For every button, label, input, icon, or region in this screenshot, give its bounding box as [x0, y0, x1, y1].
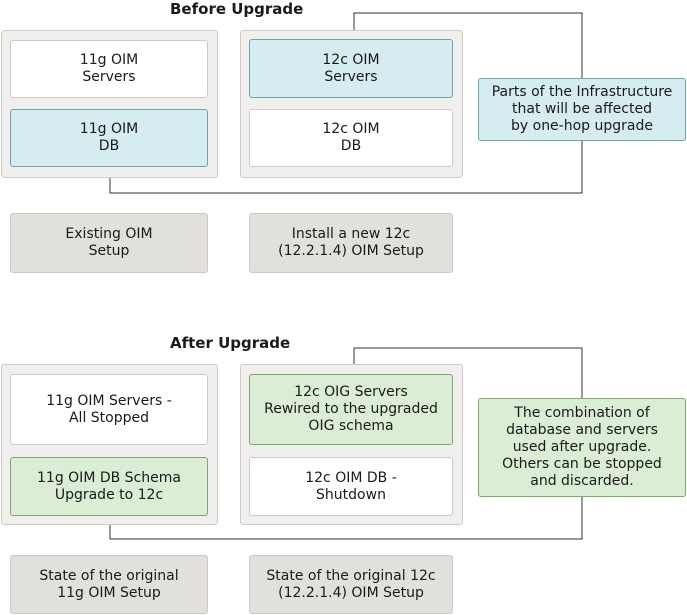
- label-line: (12.2.1.4) OIM Setup: [278, 584, 424, 601]
- label-line: State of the original 12c: [266, 567, 436, 584]
- box-line: 12c OIM DB -: [305, 469, 397, 486]
- before-12c-servers-box: 12c OIM Servers: [249, 39, 453, 98]
- box-line: Rewired to the upgraded: [264, 401, 438, 417]
- after-12c-servers-box: 12c OIG Servers Rewired to the upgraded …: [249, 374, 453, 445]
- callout-line: that will be affected: [512, 101, 652, 117]
- before-right-label: Install a new 12c (12.2.1.4) OIM Setup: [249, 213, 453, 273]
- box-line: DB: [340, 138, 362, 154]
- box-line: 11g OIM Servers -: [46, 392, 172, 409]
- before-11g-servers-box: 11g OIM Servers: [10, 40, 208, 98]
- callout-line: Parts of the Infrastructure: [491, 84, 673, 100]
- box-line: DB: [98, 138, 120, 154]
- box-line: 12c OIM: [322, 121, 380, 137]
- box-line: Upgrade to 12c: [54, 486, 164, 503]
- after-left-label: State of the original 11g OIM Setup: [10, 555, 208, 614]
- label-line: State of the original: [39, 567, 179, 584]
- label-line: Install a new 12c: [291, 226, 411, 242]
- box-line: 11g OIM DB Schema: [37, 469, 181, 486]
- label-line: (12.2.1.4) OIM Setup: [278, 243, 424, 259]
- after-callout: The combination of database and servers …: [478, 398, 686, 497]
- box-line: Shutdown: [316, 486, 386, 503]
- before-title: Before Upgrade: [170, 0, 304, 18]
- before-left-label: Existing OIM Setup: [10, 213, 208, 273]
- before-11g-db-box: 11g OIM DB: [10, 109, 208, 167]
- before-callout: Parts of the Infrastructure that will be…: [478, 78, 686, 141]
- after-11g-servers-box: 11g OIM Servers - All Stopped: [10, 374, 208, 445]
- box-line: 11g OIM: [79, 52, 139, 68]
- label-line: 11g OIM Setup: [57, 584, 161, 601]
- callout-line: used after upgrade.: [512, 439, 652, 455]
- box-line: All Stopped: [68, 409, 150, 426]
- callout-line: database and servers: [506, 422, 658, 438]
- box-line: Servers: [324, 68, 378, 85]
- box-line: 12c OIG Servers: [294, 384, 408, 400]
- callout-line: by one-hop upgrade: [511, 118, 653, 134]
- after-right-label: State of the original 12c (12.2.1.4) OIM…: [249, 555, 453, 614]
- box-line: 11g OIM: [79, 121, 139, 137]
- after-title: After Upgrade: [170, 334, 291, 352]
- callout-line: and discarded.: [530, 473, 634, 489]
- callout-line: The combination of: [514, 405, 650, 421]
- after-12c-db-box: 12c OIM DB - Shutdown: [249, 457, 453, 516]
- label-line: Existing OIM: [65, 226, 153, 242]
- before-12c-db-box: 12c OIM DB: [249, 109, 453, 167]
- after-11g-db-box: 11g OIM DB Schema Upgrade to 12c: [10, 457, 208, 516]
- box-line: OIG schema: [308, 418, 394, 434]
- label-line: Setup: [88, 243, 130, 259]
- box-line: Servers: [82, 69, 136, 85]
- box-line: 12c OIM: [322, 51, 380, 68]
- callout-line: Others can be stopped: [502, 456, 662, 472]
